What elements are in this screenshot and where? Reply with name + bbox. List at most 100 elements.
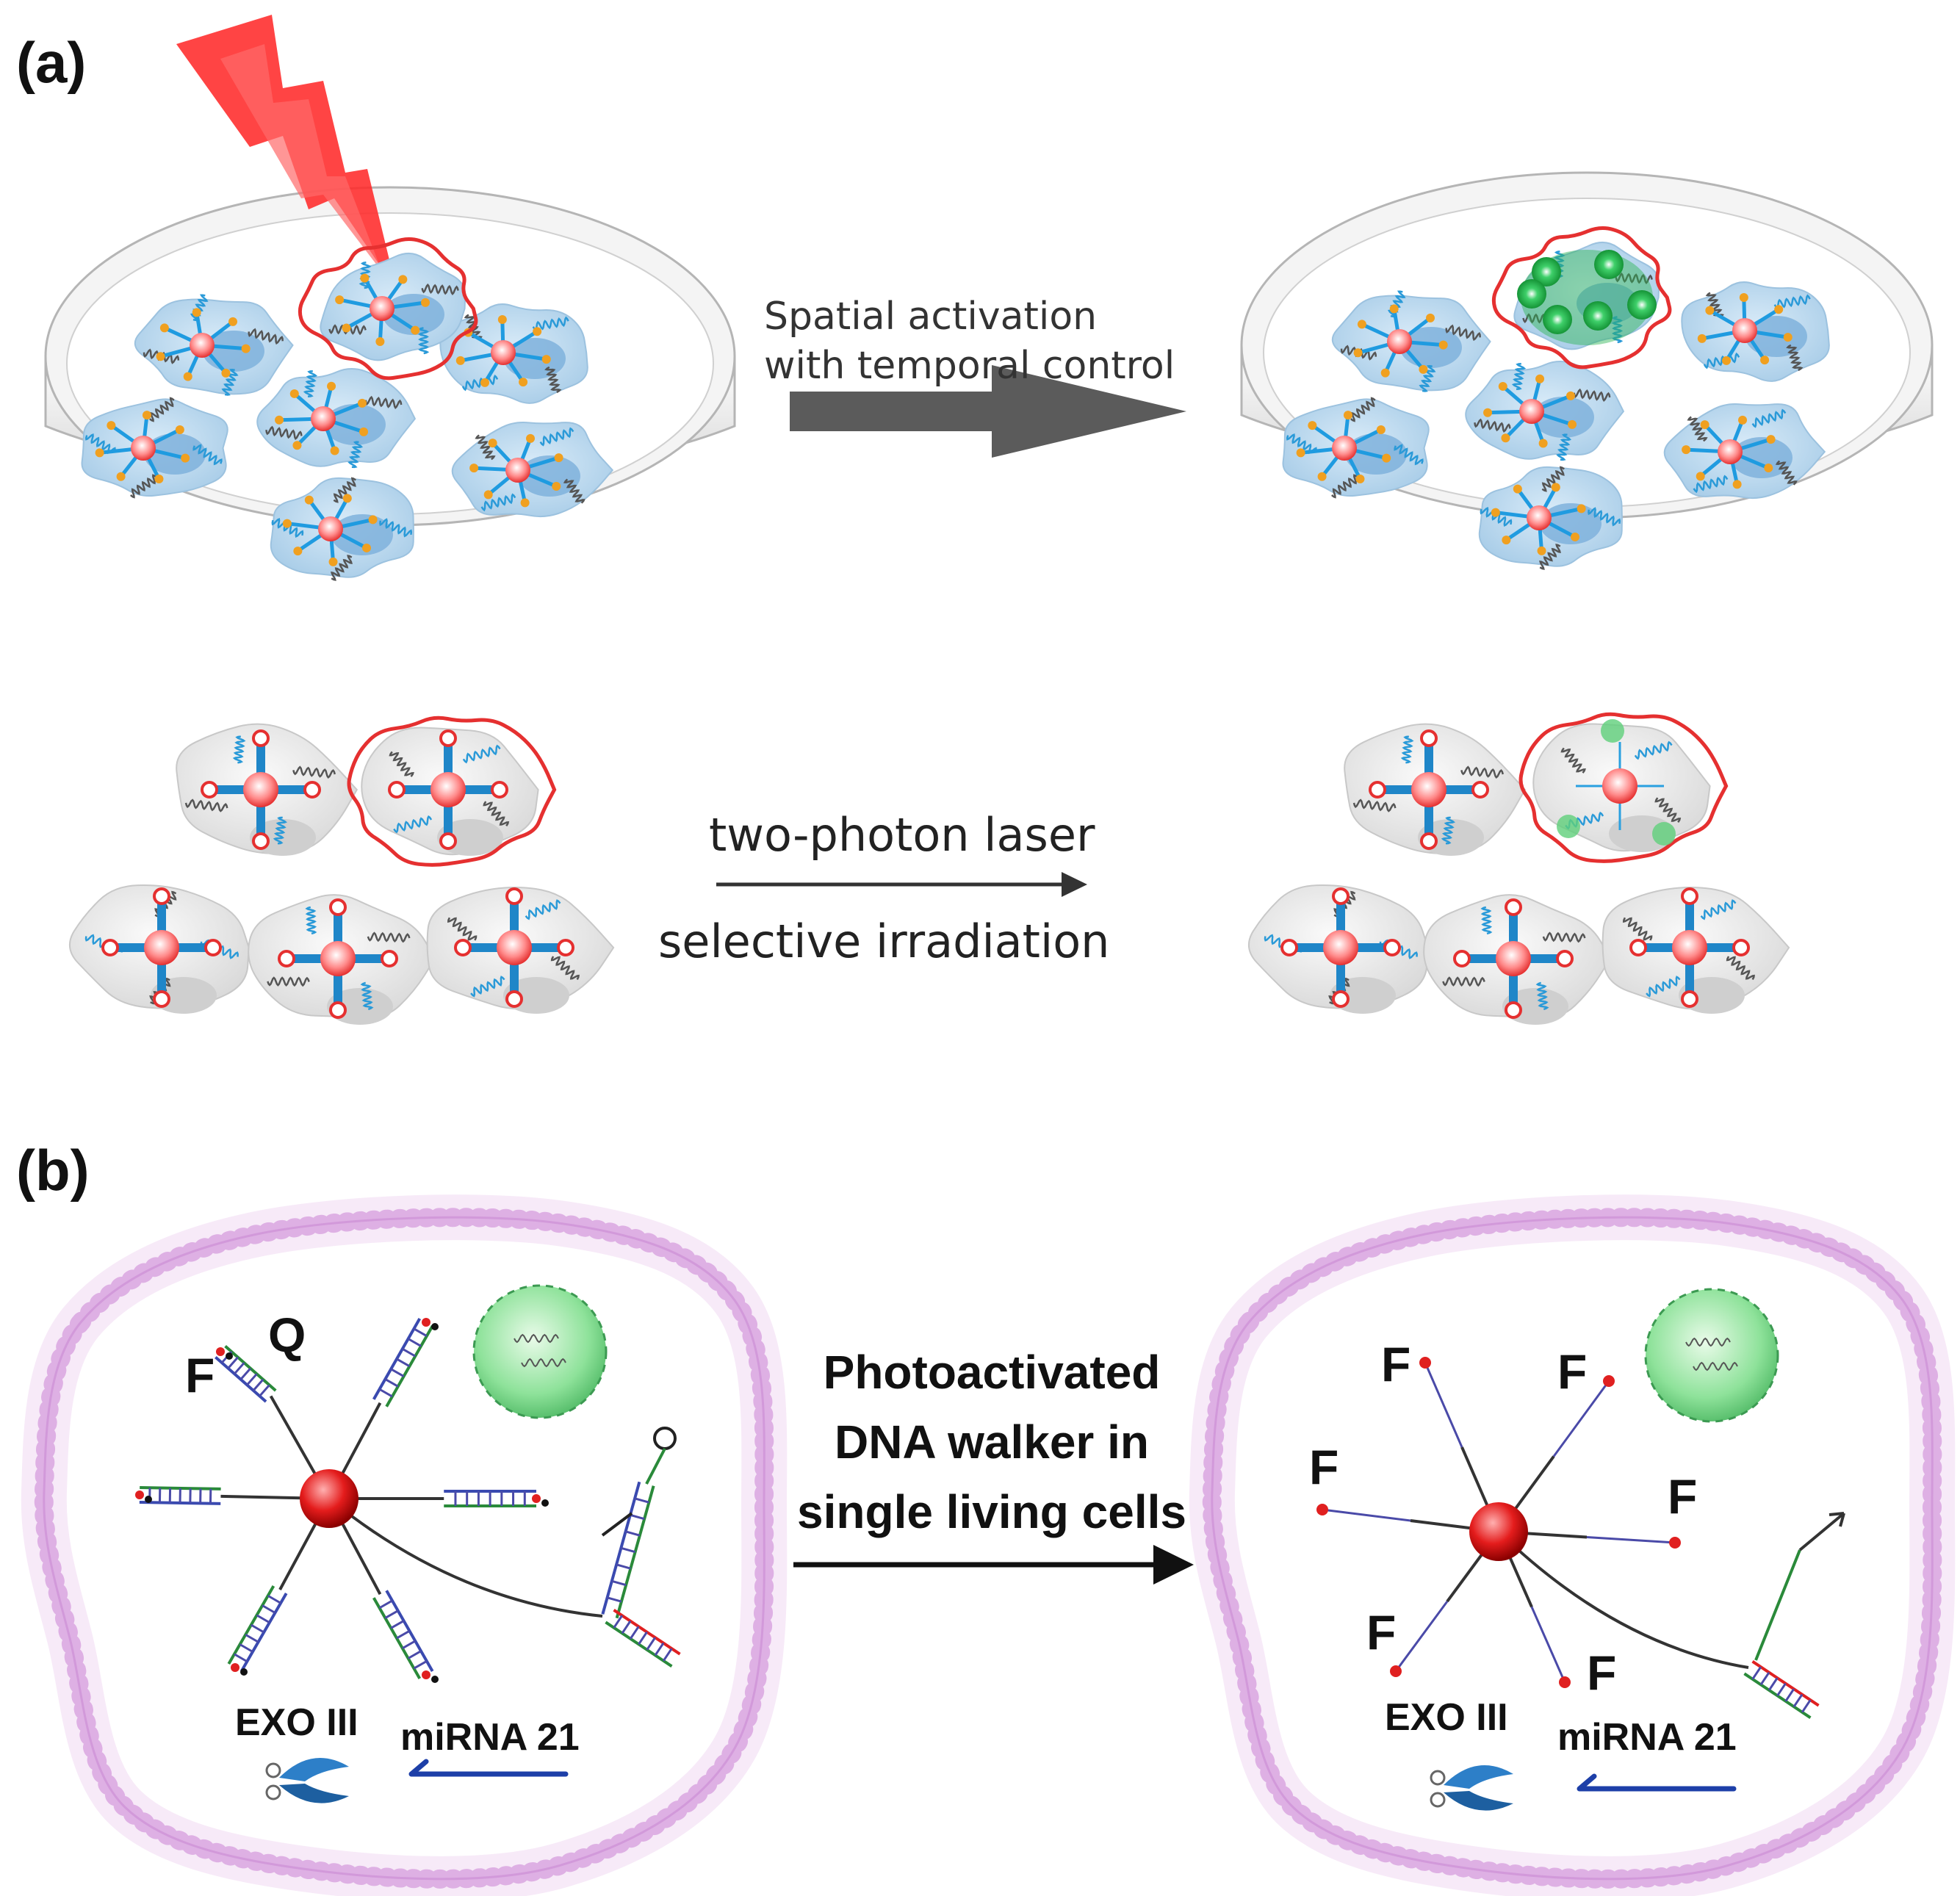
wavy-strand (1726, 956, 1755, 980)
cell-nucleus (324, 404, 386, 445)
right-target-label: miRNA 21 (1557, 1716, 1737, 1759)
strand (139, 1500, 221, 1505)
base-pair (611, 1579, 627, 1587)
wavy-strand (305, 906, 317, 935)
wavy-strand (483, 801, 510, 826)
hairpin-loop (1453, 950, 1471, 967)
fluor-spot (1543, 305, 1572, 334)
top-process-arrow (790, 365, 1186, 458)
probe-end (228, 317, 238, 326)
left-fluorophore-label: F (185, 1348, 215, 1402)
wavy-strand (303, 370, 318, 397)
wavy-strand (379, 518, 413, 538)
probe-end (480, 378, 490, 387)
wavy-strand (232, 735, 246, 764)
probe-end (1376, 425, 1386, 434)
base-pair (256, 1614, 270, 1624)
hairpin-loop (1369, 781, 1386, 799)
probe-end (293, 547, 303, 556)
probe-end (156, 352, 165, 361)
fluor-spot (1557, 815, 1580, 838)
laser-bolt-icon (176, 15, 397, 290)
right-fluorophore-label-4: F (1668, 1469, 1697, 1524)
wavy-strand (1442, 976, 1485, 987)
base-pair (402, 1640, 416, 1650)
base-pair (227, 1356, 239, 1369)
fluor-spot (1652, 822, 1676, 846)
wavy-strand (461, 374, 499, 392)
probe-end (541, 355, 551, 364)
base-pair (630, 1513, 645, 1521)
wavy-strand (563, 478, 586, 504)
dish-left-cells (81, 237, 614, 581)
base-pair (234, 1362, 245, 1375)
probe-end (1538, 439, 1548, 448)
fluorophore-dot (422, 1318, 430, 1327)
nanoparticle (370, 296, 394, 321)
fluorophore-dot (1419, 1357, 1431, 1369)
panel-b-left-cell (21, 1194, 788, 1896)
probe-end (533, 327, 542, 336)
probe-end (275, 415, 284, 425)
hairpin-loop (252, 729, 270, 747)
hairpin-loop (439, 729, 457, 747)
top-arrow-caption-line2: with temporal control (764, 344, 1175, 388)
cell (1331, 290, 1491, 392)
hairpin-loop (491, 781, 508, 799)
probe-end (1426, 313, 1435, 322)
hairpin-loop (1280, 939, 1298, 956)
mirna-strand (408, 1759, 569, 1777)
probe-end (1697, 334, 1707, 343)
nanoparticle (491, 340, 516, 365)
probe-end (497, 315, 507, 325)
hairpin-loop (1420, 832, 1438, 850)
cell (248, 894, 436, 1025)
top-arrow-caption-line1: Spatial activation (764, 295, 1097, 339)
enzyme-blade (1444, 1765, 1513, 1789)
base-pair (1768, 1677, 1779, 1691)
membrane-band (1189, 1194, 1956, 1896)
fluor-spot (1583, 301, 1613, 331)
enzyme-blade (1444, 1791, 1513, 1811)
nanoparticle (1323, 930, 1358, 965)
enzyme-blade (279, 1784, 349, 1803)
wavy-strand (1786, 344, 1804, 372)
selected-outline (298, 237, 478, 381)
arm-tail (1530, 1606, 1566, 1683)
base-pair (251, 1623, 264, 1634)
arm-tail (1552, 1380, 1610, 1457)
cell (1491, 226, 1672, 370)
probe-end (1705, 306, 1715, 315)
hairpin-loop (1383, 939, 1401, 956)
nanoparticle (430, 772, 466, 807)
wavy-strand (462, 744, 501, 764)
hairpin-loop (1505, 1001, 1522, 1019)
wavy-strand (1350, 397, 1376, 422)
wavy-strand (1541, 466, 1565, 492)
wavy-strand (480, 493, 516, 512)
fluorophore-dot (135, 1491, 144, 1499)
wavy-strand (1460, 765, 1505, 779)
swing-arm (1497, 1530, 1749, 1669)
wavy-strand (364, 395, 403, 409)
hairpin-loop (1505, 898, 1522, 916)
membrane-line (43, 1216, 765, 1881)
hairpin-loop (153, 990, 170, 1008)
wavy-strand (1775, 460, 1798, 486)
probe-end (335, 295, 345, 305)
cell-nucleus (1532, 397, 1594, 438)
hairpin-loop (381, 950, 398, 967)
probe-end (375, 336, 385, 346)
probe-end (1419, 364, 1428, 374)
base-pair (654, 1642, 665, 1657)
cell (426, 887, 615, 1014)
wavy-strand (1400, 735, 1414, 764)
probe-end (154, 475, 164, 484)
hairpin-loop (505, 990, 523, 1008)
nanoparticle (1602, 768, 1637, 804)
probe-end (360, 273, 370, 283)
probe-end (1739, 293, 1748, 303)
wavy-strand (1703, 352, 1740, 370)
probe-end (1696, 472, 1705, 481)
probe-end (1389, 304, 1399, 314)
